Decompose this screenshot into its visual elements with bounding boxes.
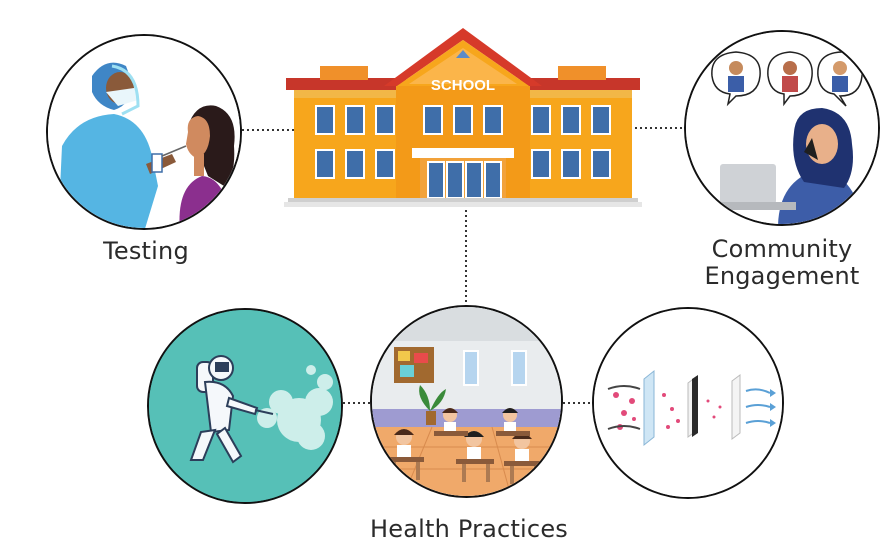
health-circle xyxy=(370,305,563,498)
community-label-line2: Engagement xyxy=(704,262,860,290)
disinfect-circle xyxy=(147,308,343,504)
school-building-icon: SCHOOL xyxy=(284,28,642,207)
test-swab-icon xyxy=(48,36,240,228)
school-sign: SCHOOL xyxy=(431,77,495,94)
air-filter-circle xyxy=(592,307,784,499)
health-label: Health Practices xyxy=(369,515,568,543)
disinfect-spray-icon xyxy=(149,310,341,502)
testing-circle xyxy=(46,34,242,230)
testing-label: Testing xyxy=(103,237,189,265)
air-filter-icon xyxy=(594,309,782,497)
community-label-line1: Community xyxy=(711,235,853,263)
classroom-icon xyxy=(372,307,561,496)
video-call-icon xyxy=(686,32,878,224)
community-circle xyxy=(684,30,880,226)
